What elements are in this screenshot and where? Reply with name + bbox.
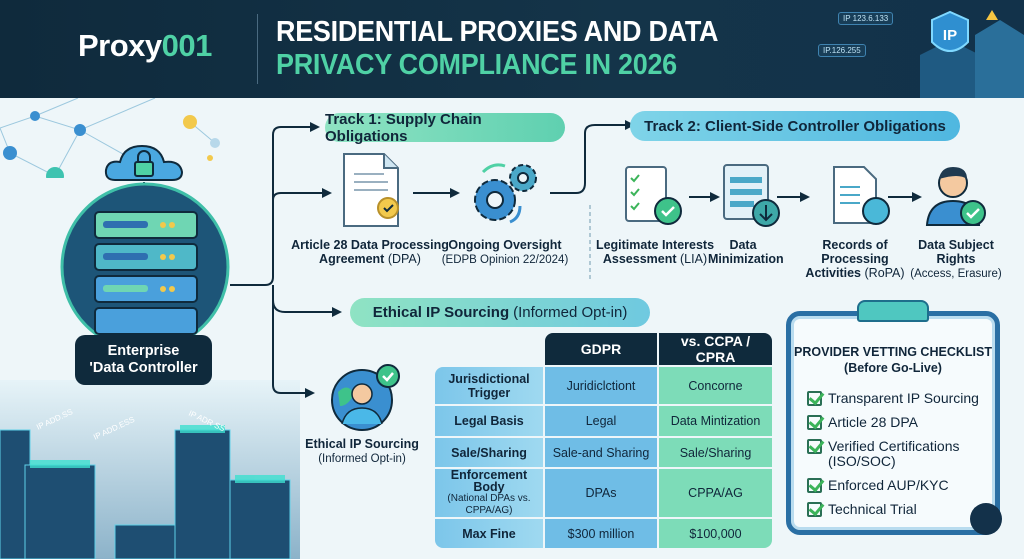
data-minimization-label: Data Minimization bbox=[708, 238, 784, 266]
data-controller-label: Enterprise'Data Controller bbox=[75, 335, 212, 385]
data-subject-user-icon bbox=[925, 167, 986, 226]
header-gdpr: GDPR bbox=[545, 333, 657, 365]
provider-vetting-checklist: PROVIDER VETTING CHECKLIST (Before Go-Liv… bbox=[786, 311, 1000, 535]
data-controller-server-icon bbox=[60, 182, 230, 350]
checkbox-checked-icon bbox=[807, 391, 822, 406]
lia-checklist-icon bbox=[625, 166, 682, 225]
ethical-sourcing-user-globe-icon bbox=[331, 364, 400, 431]
oversight-label: Ongoing Oversight(EDPB Opinion 22/2024) bbox=[441, 238, 569, 266]
header-ccpa: vs. CCPA / CPRA bbox=[659, 333, 772, 365]
ropa-records-icon bbox=[833, 166, 890, 225]
network-graph-decoration bbox=[0, 98, 220, 178]
checklist-subtitle: (Before Go-Live) bbox=[844, 361, 942, 375]
checklist-title: PROVIDER VETTING CHECKLIST bbox=[794, 345, 992, 359]
divider bbox=[257, 14, 258, 84]
track-1-pill: Track 1: Supply Chain Obligations bbox=[325, 111, 565, 145]
header-banner: Proxy001 RESIDENTIAL PROXIES AND DATA PR… bbox=[0, 0, 1024, 98]
title-line-2: PRIVACY COMPLIANCE IN 2026 bbox=[276, 49, 677, 81]
data-subject-rights-label: Data Subject Rights(Access, Erasure) bbox=[910, 238, 1002, 280]
checklist-item: Transparent IP Sourcing bbox=[807, 391, 979, 406]
checklist-item: Article 28 DPA bbox=[807, 415, 918, 430]
ip-tag: IP.126.255 bbox=[818, 44, 866, 57]
checkbox-checked-icon bbox=[807, 439, 822, 454]
checkbox-checked-icon bbox=[807, 415, 822, 430]
checklist-item: Technical Trial bbox=[807, 502, 917, 517]
ip-tag: IP 123.6.133 bbox=[838, 12, 894, 25]
checkbox-checked-icon bbox=[807, 502, 822, 517]
data-minimization-icon bbox=[723, 164, 780, 227]
checklist-item: Enforced AUP/KYC bbox=[807, 478, 949, 493]
checkbox-checked-icon bbox=[807, 478, 822, 493]
shield-ip-label: IP bbox=[943, 27, 957, 44]
oversight-gears-icon bbox=[474, 163, 537, 224]
server-city-illustration: IP ADD.SS IP ADD.ESS IP ADR SS bbox=[0, 380, 300, 559]
track-2-pill: Track 2: Client-Side Controller Obligati… bbox=[630, 111, 960, 141]
brand-logo: Proxy001 bbox=[78, 28, 212, 63]
page-curl-decoration bbox=[970, 503, 1002, 535]
table-row: Max Fine$300 million$100,000 bbox=[435, 519, 772, 548]
signed-document-icon bbox=[343, 153, 399, 227]
checklist-item: Verified Certifications (ISO/SOC) bbox=[807, 439, 967, 469]
ethical-sourcing-label: Ethical IP Sourcing(Informed Opt-in) bbox=[305, 437, 419, 465]
server-shield-illustration: IP bbox=[920, 10, 1024, 98]
title-line-1: RESIDENTIAL PROXIES AND DATA bbox=[276, 16, 719, 48]
clipboard-clip bbox=[857, 300, 929, 322]
table-row: Enforcement Body(National DPAs vs. CPPA/… bbox=[435, 469, 772, 517]
ethical-sourcing-pill: Ethical IP Sourcing(Informed Opt-in) bbox=[350, 298, 650, 327]
